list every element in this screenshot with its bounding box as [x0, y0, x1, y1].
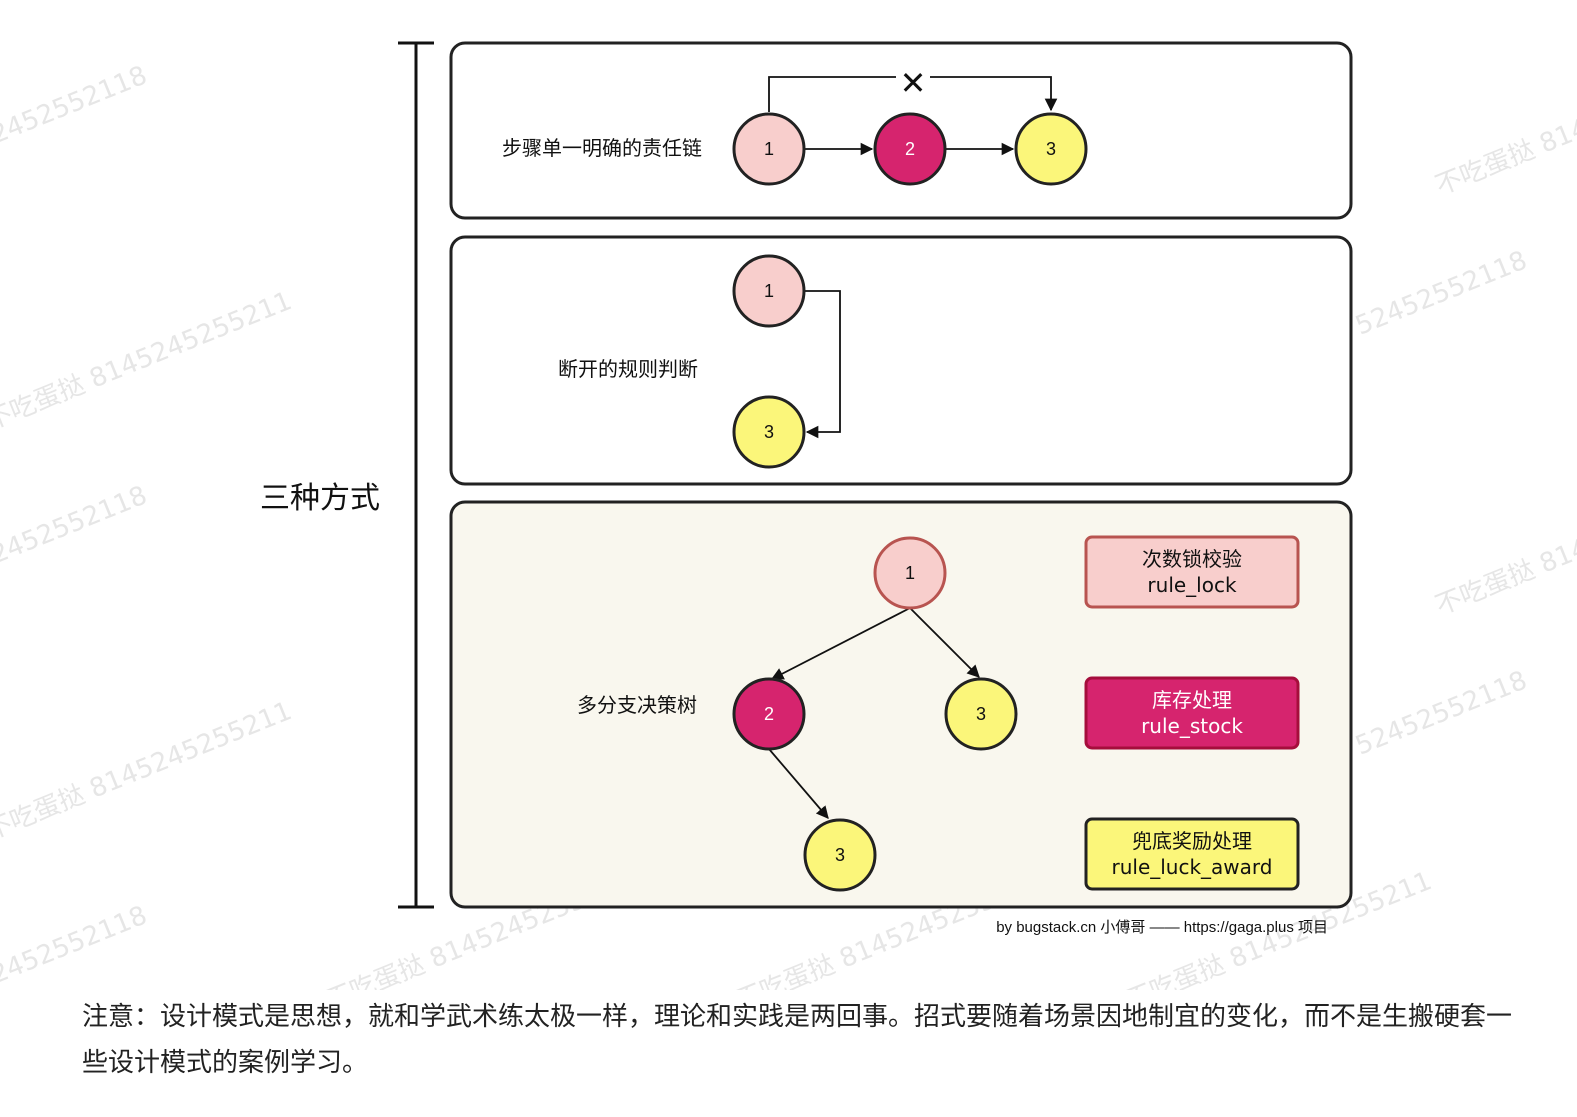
panel-label: 断开的规则判断	[558, 357, 698, 381]
panel-decision-tree: 多分支决策树 1 2 3 3 次数锁校验 rule_lock 库存处理	[449, 500, 1353, 909]
node-3: 3	[1014, 112, 1088, 186]
watermark: 52452552118	[0, 61, 151, 157]
node-label: 3	[976, 704, 986, 724]
panel-broken-rules: 断开的规则判断 1 3	[449, 235, 1353, 486]
edge	[770, 607, 911, 680]
legend-rule-luck-award: 兜底奖励处理 rule_luck_award	[1084, 817, 1300, 891]
watermark: 52452552118	[1351, 246, 1531, 342]
watermark: 52452552118	[1351, 666, 1531, 762]
node-3: 3	[803, 818, 877, 892]
watermark: 不吃蛋挞 8145245255211	[1431, 471, 1577, 621]
node-label: 2	[905, 139, 915, 159]
legend-rule-lock: 次数锁校验 rule_lock	[1084, 535, 1300, 609]
diagram-canvas: 52452552118 不吃蛋挞 8145245255211 524525521…	[0, 41, 1577, 990]
node-1: 1	[873, 536, 947, 610]
edge	[805, 290, 841, 439]
legend-code: rule_luck_award	[1111, 855, 1272, 879]
node-label: 1	[905, 563, 915, 583]
watermark: 52452552118	[0, 481, 151, 577]
credit-text: by bugstack.cn 小傅哥 —— https://gaga.plus …	[996, 919, 1328, 936]
panel-chain: 步骤单一明确的责任链 ✕ 1 2 3	[449, 41, 1353, 220]
node-1: 1	[732, 112, 806, 186]
node-2: 2	[873, 112, 947, 186]
diagram-title: 三种方式	[260, 481, 380, 516]
node-1: 1	[732, 254, 806, 328]
node-label: 2	[764, 704, 774, 724]
bracket	[398, 41, 434, 909]
legend-title: 库存处理	[1152, 688, 1232, 712]
watermark: 52452552118	[0, 901, 151, 990]
note-paragraph: 注意：设计模式是思想，就和学武术练太极一样，理论和实践是两回事。招式要随着场景因…	[82, 1002, 1513, 1078]
panel-label: 步骤单一明确的责任链	[502, 136, 702, 160]
watermark: 不吃蛋挞 8145245255211	[0, 696, 296, 846]
legend-title: 次数锁校验	[1142, 547, 1242, 571]
node-label: 1	[764, 281, 774, 301]
watermark: 不吃蛋挞 8145245255211	[1431, 51, 1577, 201]
legend-title: 兜底奖励处理	[1132, 829, 1252, 853]
edge	[909, 607, 980, 678]
node-label: 3	[764, 422, 774, 442]
node-label: 3	[1046, 139, 1056, 159]
node-2: 2	[732, 677, 806, 751]
watermark: 不吃蛋挞 8145245255211	[0, 286, 296, 436]
node-3: 3	[732, 395, 806, 469]
node-label: 1	[764, 139, 774, 159]
node-label: 3	[835, 845, 845, 865]
legend-code: rule_stock	[1141, 714, 1243, 738]
panel-label: 多分支决策树	[577, 693, 697, 717]
legend-code: rule_lock	[1147, 573, 1237, 597]
legend-rule-stock: 库存处理 rule_stock	[1084, 676, 1300, 750]
edge	[768, 748, 829, 819]
node-3: 3	[944, 677, 1018, 751]
blocked-x-icon: ✕	[900, 64, 927, 102]
